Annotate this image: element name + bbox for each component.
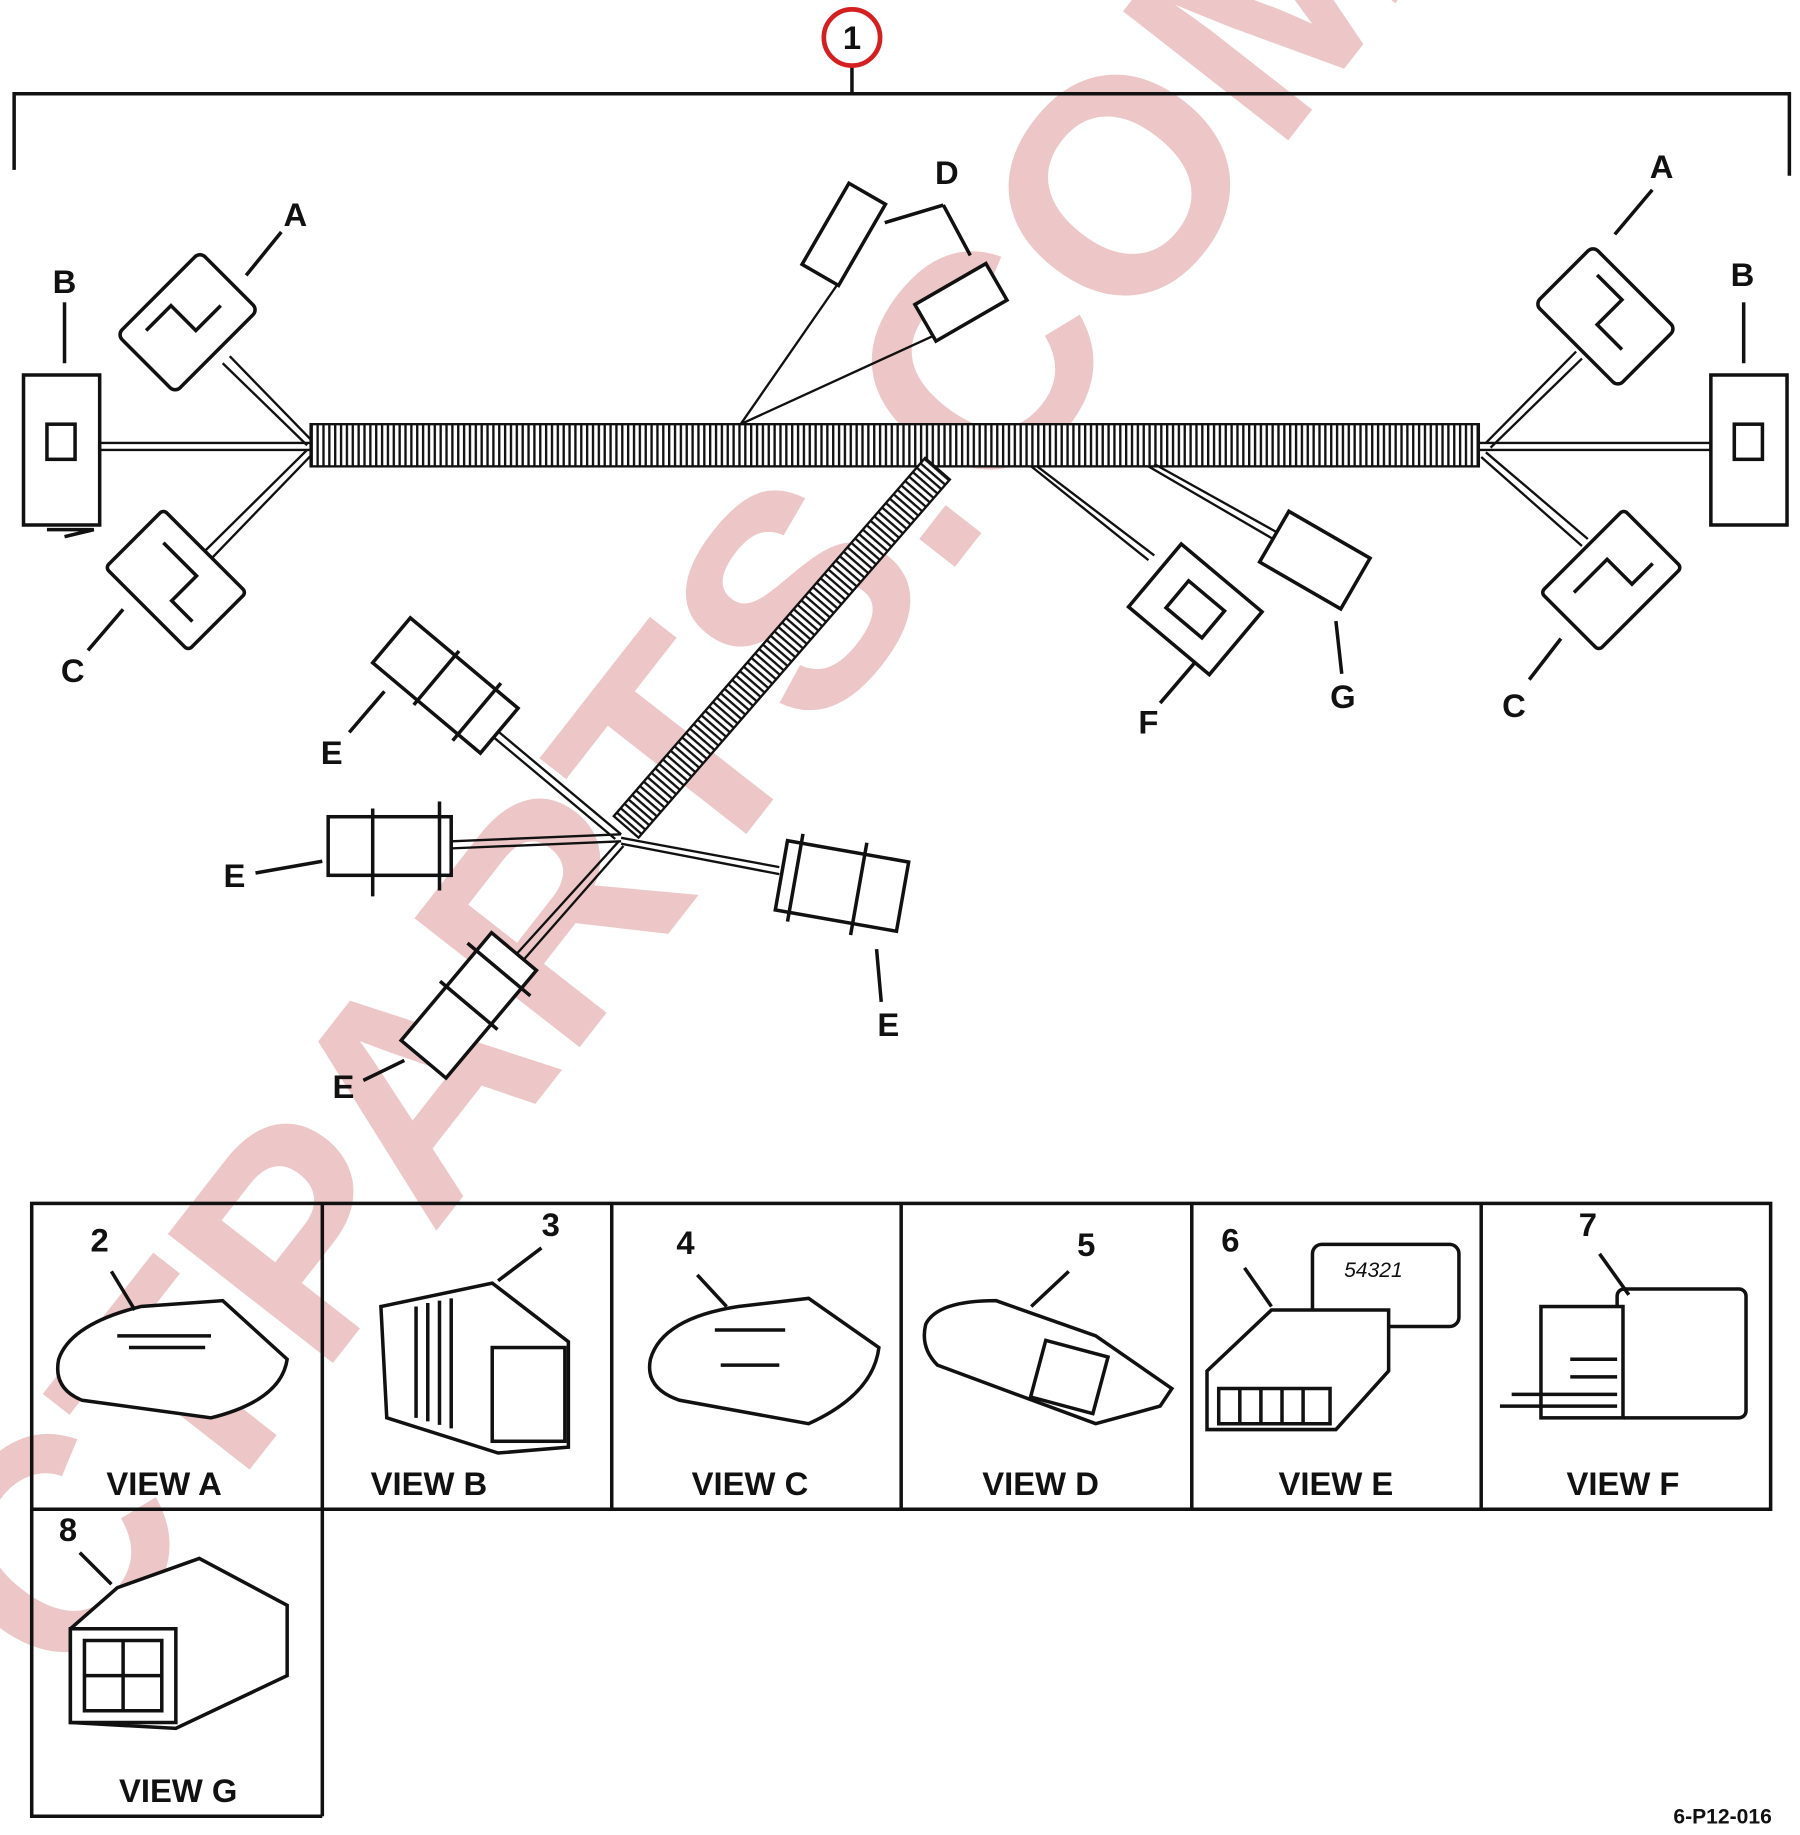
label-e-4: E [332, 1068, 354, 1105]
view-a-cell: 2 VIEW A [55, 1221, 290, 1502]
leader-arrows [62, 188, 1746, 1082]
branch-conduit [612, 456, 952, 840]
connector-e-4 [398, 930, 539, 1081]
view-e-pin-numbers: 54321 [1344, 1259, 1403, 1282]
view-e-label: VIEW E [1278, 1465, 1393, 1502]
view-b-cell: 3 VIEW B [371, 1206, 571, 1502]
view-d-label: VIEW D [982, 1465, 1099, 1502]
label-c-right: C [1502, 687, 1526, 724]
label-c-left: C [61, 652, 85, 689]
connector-e-3 [773, 833, 911, 936]
connector-g [1257, 508, 1373, 612]
label-a-right: A [1650, 148, 1674, 185]
connector-c-left [105, 509, 247, 651]
label-f: F [1138, 704, 1158, 741]
item-callout: 1 [821, 7, 883, 68]
view-g-number: 8 [59, 1511, 77, 1548]
view-b-number: 3 [542, 1206, 560, 1243]
view-f-label: VIEW F [1567, 1465, 1680, 1502]
connector-b-left [21, 373, 102, 539]
view-g-label: VIEW G [119, 1772, 237, 1809]
view-c-number: 4 [676, 1224, 695, 1261]
view-d-number: 5 [1077, 1226, 1095, 1263]
connector-a-right [1536, 247, 1675, 386]
view-d-cell: 5 VIEW D [922, 1226, 1175, 1502]
label-e-3: E [877, 1006, 899, 1043]
connector-d-1 [799, 180, 888, 288]
label-b-left: B [53, 263, 77, 300]
view-c-cell: 4 VIEW C [647, 1224, 881, 1502]
view-g-cell: 8 VIEW G [59, 1511, 289, 1809]
view-table [29, 1201, 1773, 1819]
view-b-label: VIEW B [371, 1465, 488, 1502]
view-a-number: 2 [91, 1221, 109, 1258]
figure-id: 6-P12-016 [1673, 1805, 1771, 1828]
label-d: D [935, 154, 959, 191]
label-g: G [1330, 678, 1356, 715]
svg-text:1: 1 [843, 19, 861, 56]
assembly-bracket [12, 65, 1792, 176]
label-e-2: E [223, 857, 245, 894]
connector-c-right [1541, 509, 1682, 651]
view-e-number: 6 [1221, 1221, 1239, 1258]
connector-a-left [118, 252, 257, 392]
label-a-left: A [284, 196, 308, 233]
label-e-1: E [321, 734, 343, 771]
connector-d-2 [912, 261, 1010, 344]
connector-e-2 [326, 801, 453, 897]
harness-wires [99, 274, 1711, 962]
connector-b-right [1709, 373, 1789, 527]
label-b-right: B [1731, 256, 1755, 293]
view-a-label: VIEW A [106, 1465, 221, 1502]
connector-f [1126, 541, 1265, 678]
view-f-number: 7 [1579, 1206, 1597, 1243]
view-c-label: VIEW C [692, 1465, 809, 1502]
view-e-cell: 54321 6 VIEW E [1205, 1221, 1461, 1502]
connector-e-1 [370, 615, 521, 756]
view-f-cell: 7 VIEW F [1499, 1206, 1748, 1502]
main-harness-conduit [309, 423, 1481, 468]
